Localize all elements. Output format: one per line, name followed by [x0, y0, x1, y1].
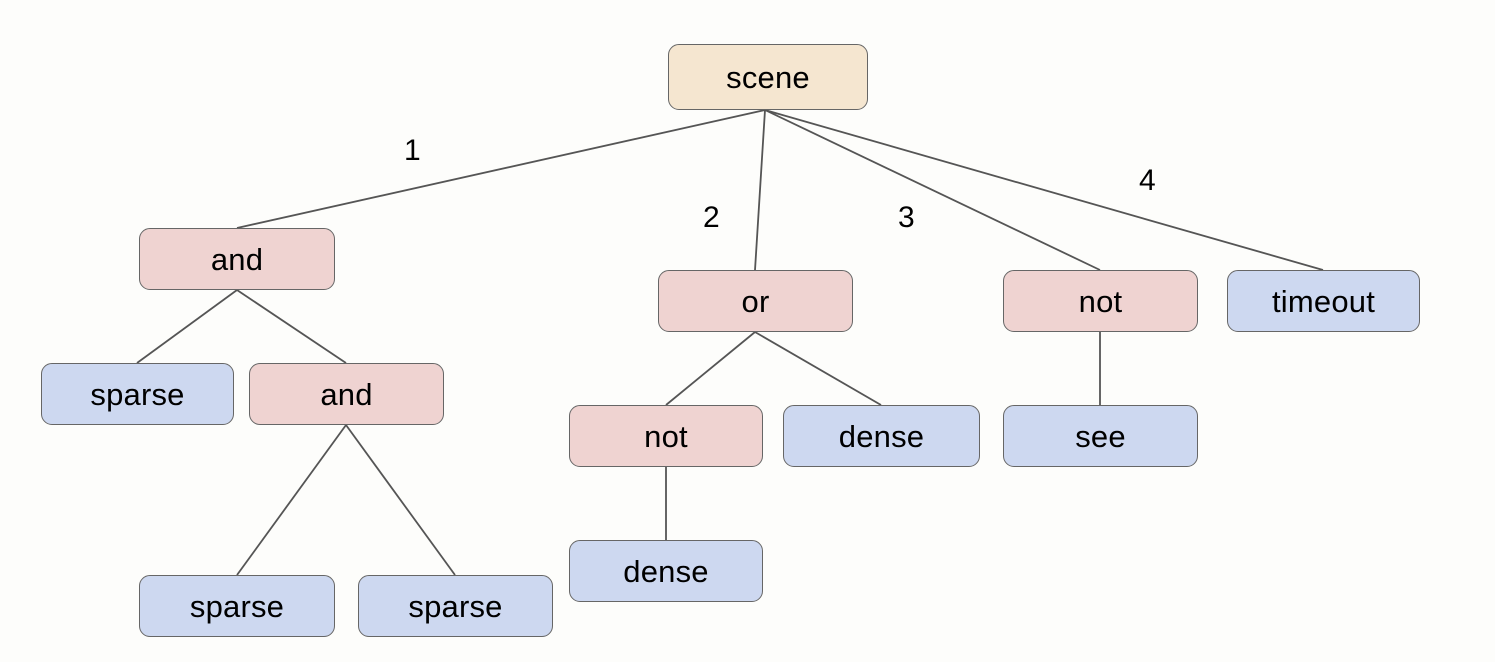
tree-edge [236, 289, 347, 364]
edge-label-1: 1 [404, 134, 421, 167]
tree-node-see1[interactable]: see [1003, 405, 1198, 467]
tree-edge [754, 109, 766, 271]
tree-edge [236, 424, 347, 576]
tree-node-scene[interactable]: scene [668, 44, 868, 110]
tree-edge [754, 331, 882, 406]
tree-node-dense2[interactable]: dense [569, 540, 763, 602]
tree-node-sparse1[interactable]: sparse [41, 363, 234, 425]
tree-node-timeout1[interactable]: timeout [1227, 270, 1420, 332]
tree-node-dense1[interactable]: dense [783, 405, 980, 467]
tree-edge [764, 109, 1324, 271]
tree-edge [136, 289, 238, 364]
tree-edge [236, 109, 766, 229]
tree-node-not2[interactable]: not [1003, 270, 1198, 332]
tree-edge [345, 424, 456, 576]
tree-node-not1[interactable]: not [569, 405, 763, 467]
tree-node-sparse2[interactable]: sparse [139, 575, 335, 637]
edge-label-4: 4 [1139, 164, 1156, 197]
tree-node-or1[interactable]: or [658, 270, 853, 332]
tree-node-and2[interactable]: and [249, 363, 444, 425]
tree-edge [764, 109, 1101, 271]
tree-node-sparse3[interactable]: sparse [358, 575, 553, 637]
tree-node-and1[interactable]: and [139, 228, 335, 290]
tree-edge [665, 331, 756, 406]
edge-label-3: 3 [898, 201, 915, 234]
edge-label-2: 2 [703, 201, 720, 234]
